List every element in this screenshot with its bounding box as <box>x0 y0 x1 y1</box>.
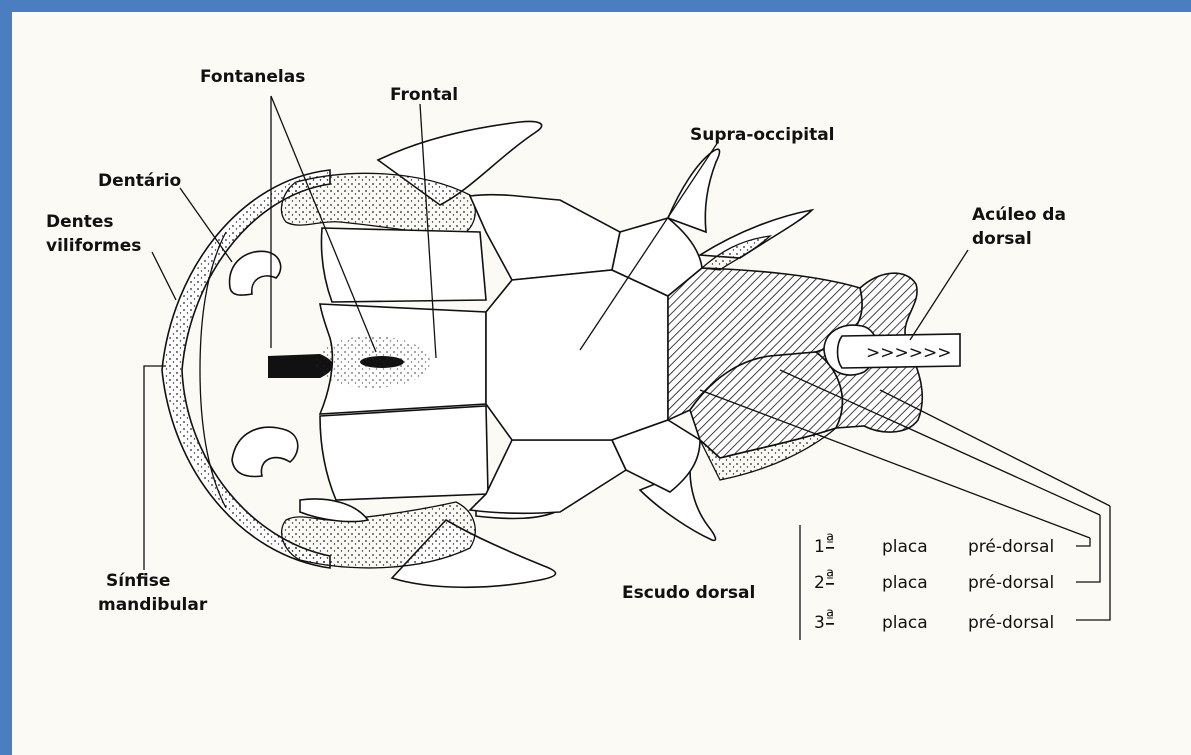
plate-item-2: 2 ª placa pré-dorsal <box>814 567 1054 593</box>
label-supra-occipital: Supra-occipital <box>690 125 835 145</box>
plate-num-2: 2 <box>814 573 825 593</box>
label-dentes: Dentes <box>46 212 114 232</box>
label-escudo-dorsal: Escudo dorsal <box>622 583 755 603</box>
label-frontal: Frontal <box>390 85 458 105</box>
lower-curl <box>232 427 298 476</box>
plate-name-3: pré-dorsal <box>968 613 1054 633</box>
upper-curl <box>230 251 281 295</box>
top-spine <box>700 210 812 258</box>
label-aculeo: Acúleo da <box>972 205 1066 225</box>
label-mandibular: mandibular <box>98 595 208 615</box>
label-dentario: Dentário <box>98 171 181 191</box>
plate-list: 1 ª placa pré-dorsal 2 ª placa pré-dorsa… <box>814 531 1054 633</box>
plate-word-2: placa <box>882 573 928 593</box>
plate-num-1: 1 <box>814 537 825 557</box>
plate-item-3: 3 ª placa pré-dorsal <box>814 607 1054 633</box>
nasal-plate-upper <box>321 228 486 302</box>
plate-word-3: placa <box>882 613 928 633</box>
plate-item-1: 1 ª placa pré-dorsal <box>814 531 1054 557</box>
label-viliformes: viliformes <box>46 236 141 256</box>
plate-word-1: placa <box>882 537 928 557</box>
lower-lateral-plate <box>470 440 626 513</box>
plate-ord-1: ª <box>826 531 834 551</box>
top-process-2 <box>668 149 719 232</box>
label-fontanelas: Fontanelas <box>200 67 305 87</box>
plate-name-1: pré-dorsal <box>968 537 1054 557</box>
supra-occipital-plate <box>486 270 668 440</box>
plate-num-3: 3 <box>814 613 825 633</box>
plate-ord-2: ª <box>826 567 834 587</box>
plate-name-2: pré-dorsal <box>968 573 1054 593</box>
spine-arrows: >>>>>> <box>866 343 951 363</box>
nasal-plate-lower <box>320 406 488 500</box>
label-dorsal: dorsal <box>972 229 1032 249</box>
upper-lateral-plate <box>470 195 620 280</box>
label-sinfise: Sínfise <box>106 571 170 591</box>
plate-ord-3: ª <box>826 607 834 627</box>
